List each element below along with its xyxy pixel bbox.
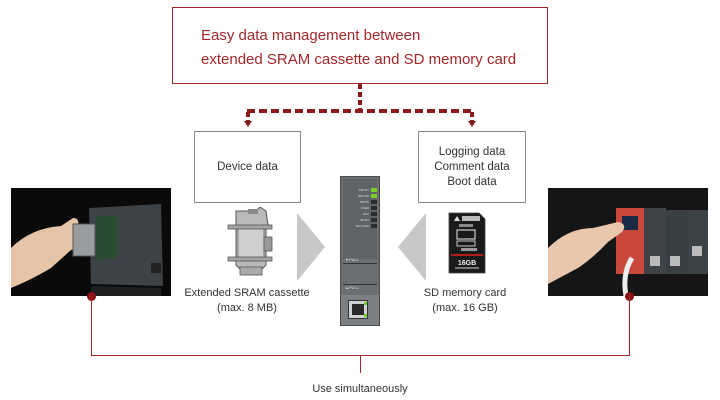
led-label: BAT bbox=[363, 212, 369, 216]
led-indicator bbox=[371, 206, 377, 210]
device-data-box: Device data bbox=[194, 131, 301, 203]
sd-insert-photo-illustration bbox=[548, 188, 708, 296]
storage-data-box: Logging data Comment data Boot data bbox=[418, 131, 526, 203]
led-indicator bbox=[371, 194, 377, 198]
led-label: SD CARD bbox=[355, 224, 369, 228]
sram-cassette-icon bbox=[227, 207, 273, 276]
pull-top-label: ▼PULL bbox=[345, 257, 359, 262]
dashed-connector-horizontal bbox=[247, 109, 473, 113]
led-label: USER bbox=[360, 206, 369, 210]
connector-line-right bbox=[629, 296, 630, 356]
led-indicator bbox=[371, 224, 377, 228]
led-row: ERROR bbox=[345, 193, 377, 199]
sram-insert-photo bbox=[11, 188, 171, 296]
dashed-drop-right bbox=[470, 112, 474, 122]
sram-name: Extended SRAM cassette bbox=[184, 287, 310, 299]
led-label: BOOT bbox=[360, 218, 369, 222]
led-row: PROG bbox=[345, 199, 377, 205]
sd-capacity: (max. 16 GB) bbox=[432, 302, 498, 314]
sd-insert-photo bbox=[548, 188, 708, 296]
sram-insert-photo-illustration bbox=[11, 188, 171, 296]
sd-card-capacity-text: 16GB bbox=[458, 260, 476, 267]
led-row: READY bbox=[345, 187, 377, 193]
arrow-left-icon bbox=[398, 213, 426, 281]
led-row: BOOT bbox=[345, 217, 377, 223]
arrow-down-right-icon bbox=[468, 121, 476, 127]
headline-line-2: extended SRAM cassette and SD memory car… bbox=[201, 51, 517, 68]
led-row: SD CARD bbox=[345, 223, 377, 229]
device-data-label: Device data bbox=[217, 160, 278, 173]
sram-caption: Extended SRAM cassette (max. 8 MB) bbox=[172, 286, 322, 316]
boot-data-label: Boot data bbox=[447, 175, 497, 188]
ethernet-port bbox=[348, 300, 368, 319]
headline-line-1: Easy data management between bbox=[201, 27, 421, 44]
pull-bottom-label: ▲PULL bbox=[345, 285, 359, 290]
led-panel: READY ERROR PROG USER BAT BOOT SD CARD bbox=[345, 187, 377, 229]
sd-card-icon: 16GB bbox=[448, 212, 486, 274]
led-label: READY bbox=[358, 188, 369, 192]
sram-capacity: (max. 8 MB) bbox=[217, 302, 277, 314]
led-indicator bbox=[371, 200, 377, 204]
sd-name: SD memory card bbox=[423, 287, 507, 299]
led-indicator bbox=[371, 188, 377, 192]
sd-caption: SD memory card (max. 16 GB) bbox=[400, 286, 530, 316]
dashed-drop-left bbox=[246, 112, 250, 122]
led-indicator bbox=[371, 218, 377, 222]
logging-data-label: Logging data bbox=[438, 145, 506, 158]
connector-line-left bbox=[91, 296, 92, 356]
led-indicator bbox=[371, 212, 377, 216]
led-label: PROG bbox=[360, 200, 369, 204]
connector-line-center bbox=[360, 355, 361, 373]
arrow-down-left-icon bbox=[244, 121, 252, 127]
dashed-connector-vertical bbox=[358, 84, 362, 110]
led-row: USER bbox=[345, 205, 377, 211]
led-row: BAT bbox=[345, 211, 377, 217]
arrow-right-icon bbox=[297, 213, 325, 281]
use-simultaneously-label: Use simultaneously bbox=[312, 383, 408, 395]
comment-data-label: Comment data bbox=[434, 160, 510, 173]
headline-box: Easy data management between extended SR… bbox=[172, 7, 548, 84]
led-label: ERROR bbox=[358, 194, 369, 198]
cpu-module: READY ERROR PROG USER BAT BOOT SD CARD ▼PULL ▲… bbox=[340, 176, 380, 326]
